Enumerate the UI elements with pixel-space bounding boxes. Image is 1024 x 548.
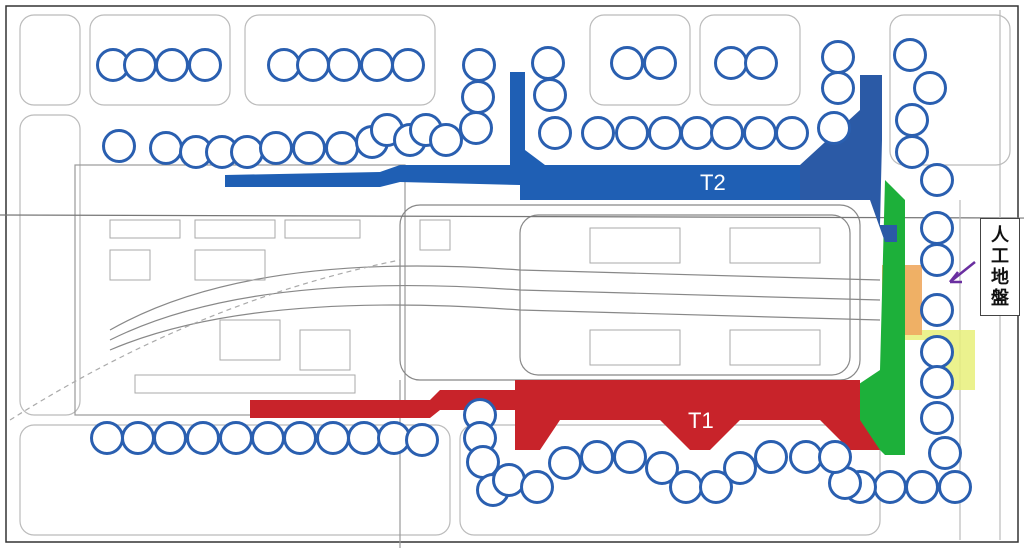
stand-circle — [821, 71, 855, 105]
stand-circle — [714, 46, 748, 80]
stand-circle — [680, 116, 714, 150]
stand-circle — [648, 116, 682, 150]
stand-circle — [296, 48, 330, 82]
stand-circle — [775, 116, 809, 150]
green-zone — [850, 180, 905, 455]
stand-circle — [615, 116, 649, 150]
stand-circle — [347, 421, 381, 455]
stand-circle — [461, 80, 495, 114]
stand-circle — [102, 129, 136, 163]
label-char: 地 — [991, 267, 1009, 288]
stand-circle — [186, 421, 220, 455]
stand-circle — [920, 211, 954, 245]
stand-circle — [669, 470, 703, 504]
stand-circle — [643, 46, 677, 80]
stand-circle — [920, 163, 954, 197]
stand-circle — [188, 48, 222, 82]
stand-circle — [548, 446, 582, 480]
stand-circle — [219, 421, 253, 455]
stand-circle — [520, 470, 554, 504]
stand-circle — [893, 38, 927, 72]
road-network — [0, 10, 1024, 548]
stand-circle — [938, 470, 972, 504]
stand-circle — [895, 135, 929, 169]
stand-circle — [360, 48, 394, 82]
stand-circle — [920, 401, 954, 435]
aircraft-stands — [90, 38, 972, 507]
stand-circle — [462, 48, 496, 82]
stand-circle — [531, 46, 565, 80]
stand-circle — [920, 243, 954, 277]
stand-circle — [459, 111, 493, 145]
stand-circle — [149, 131, 183, 165]
t1-label: T1 — [688, 408, 714, 433]
stand-circle — [429, 123, 463, 157]
stand-circle — [492, 463, 526, 497]
artificial-ground-label: 人 工 地 盤 — [980, 218, 1020, 316]
stand-circle — [645, 451, 679, 485]
stand-circle — [920, 335, 954, 369]
stand-circle — [580, 440, 614, 474]
arrow-head-icon — [949, 271, 962, 284]
label-char: 盤 — [991, 288, 1009, 309]
stand-circle — [292, 131, 326, 165]
stand-circle — [723, 451, 757, 485]
label-char: 人 — [991, 225, 1009, 246]
stand-circle — [821, 40, 855, 74]
stand-circle — [405, 423, 439, 457]
stand-circle — [610, 46, 644, 80]
stand-circle — [259, 131, 293, 165]
stand-circle — [895, 103, 929, 137]
stand-circle — [920, 293, 954, 327]
stand-circle — [155, 48, 189, 82]
label-char: 工 — [991, 246, 1009, 267]
stand-circle — [920, 365, 954, 399]
stand-circle — [121, 421, 155, 455]
stand-circle — [905, 470, 939, 504]
buildings — [109, 219, 821, 394]
stand-circle — [581, 116, 615, 150]
stand-circle — [928, 436, 962, 470]
stand-circle — [789, 440, 823, 474]
stand-circle — [699, 470, 733, 504]
terminal-t1 — [250, 380, 880, 450]
stand-circle — [743, 116, 777, 150]
stand-circle — [153, 421, 187, 455]
stand-circle — [267, 48, 301, 82]
stand-circle — [123, 48, 157, 82]
stand-circle — [251, 421, 285, 455]
stand-circle — [538, 116, 572, 150]
stand-circle — [817, 111, 851, 145]
stand-circle — [744, 46, 778, 80]
stand-circle — [377, 421, 411, 455]
stand-circle — [913, 71, 947, 105]
stand-circle — [613, 440, 647, 474]
stand-circle — [754, 440, 788, 474]
terminal-t2 — [225, 72, 897, 242]
stand-circle — [710, 116, 744, 150]
stand-circle — [283, 421, 317, 455]
t2-label: T2 — [700, 170, 726, 195]
stand-circle — [316, 421, 350, 455]
stand-circle — [90, 421, 124, 455]
stand-circle — [230, 135, 264, 169]
stand-circle — [818, 440, 852, 474]
stand-circle — [327, 48, 361, 82]
stand-circle — [533, 78, 567, 112]
stand-circle — [873, 470, 907, 504]
stand-circle — [391, 48, 425, 82]
stand-circle — [325, 131, 359, 165]
